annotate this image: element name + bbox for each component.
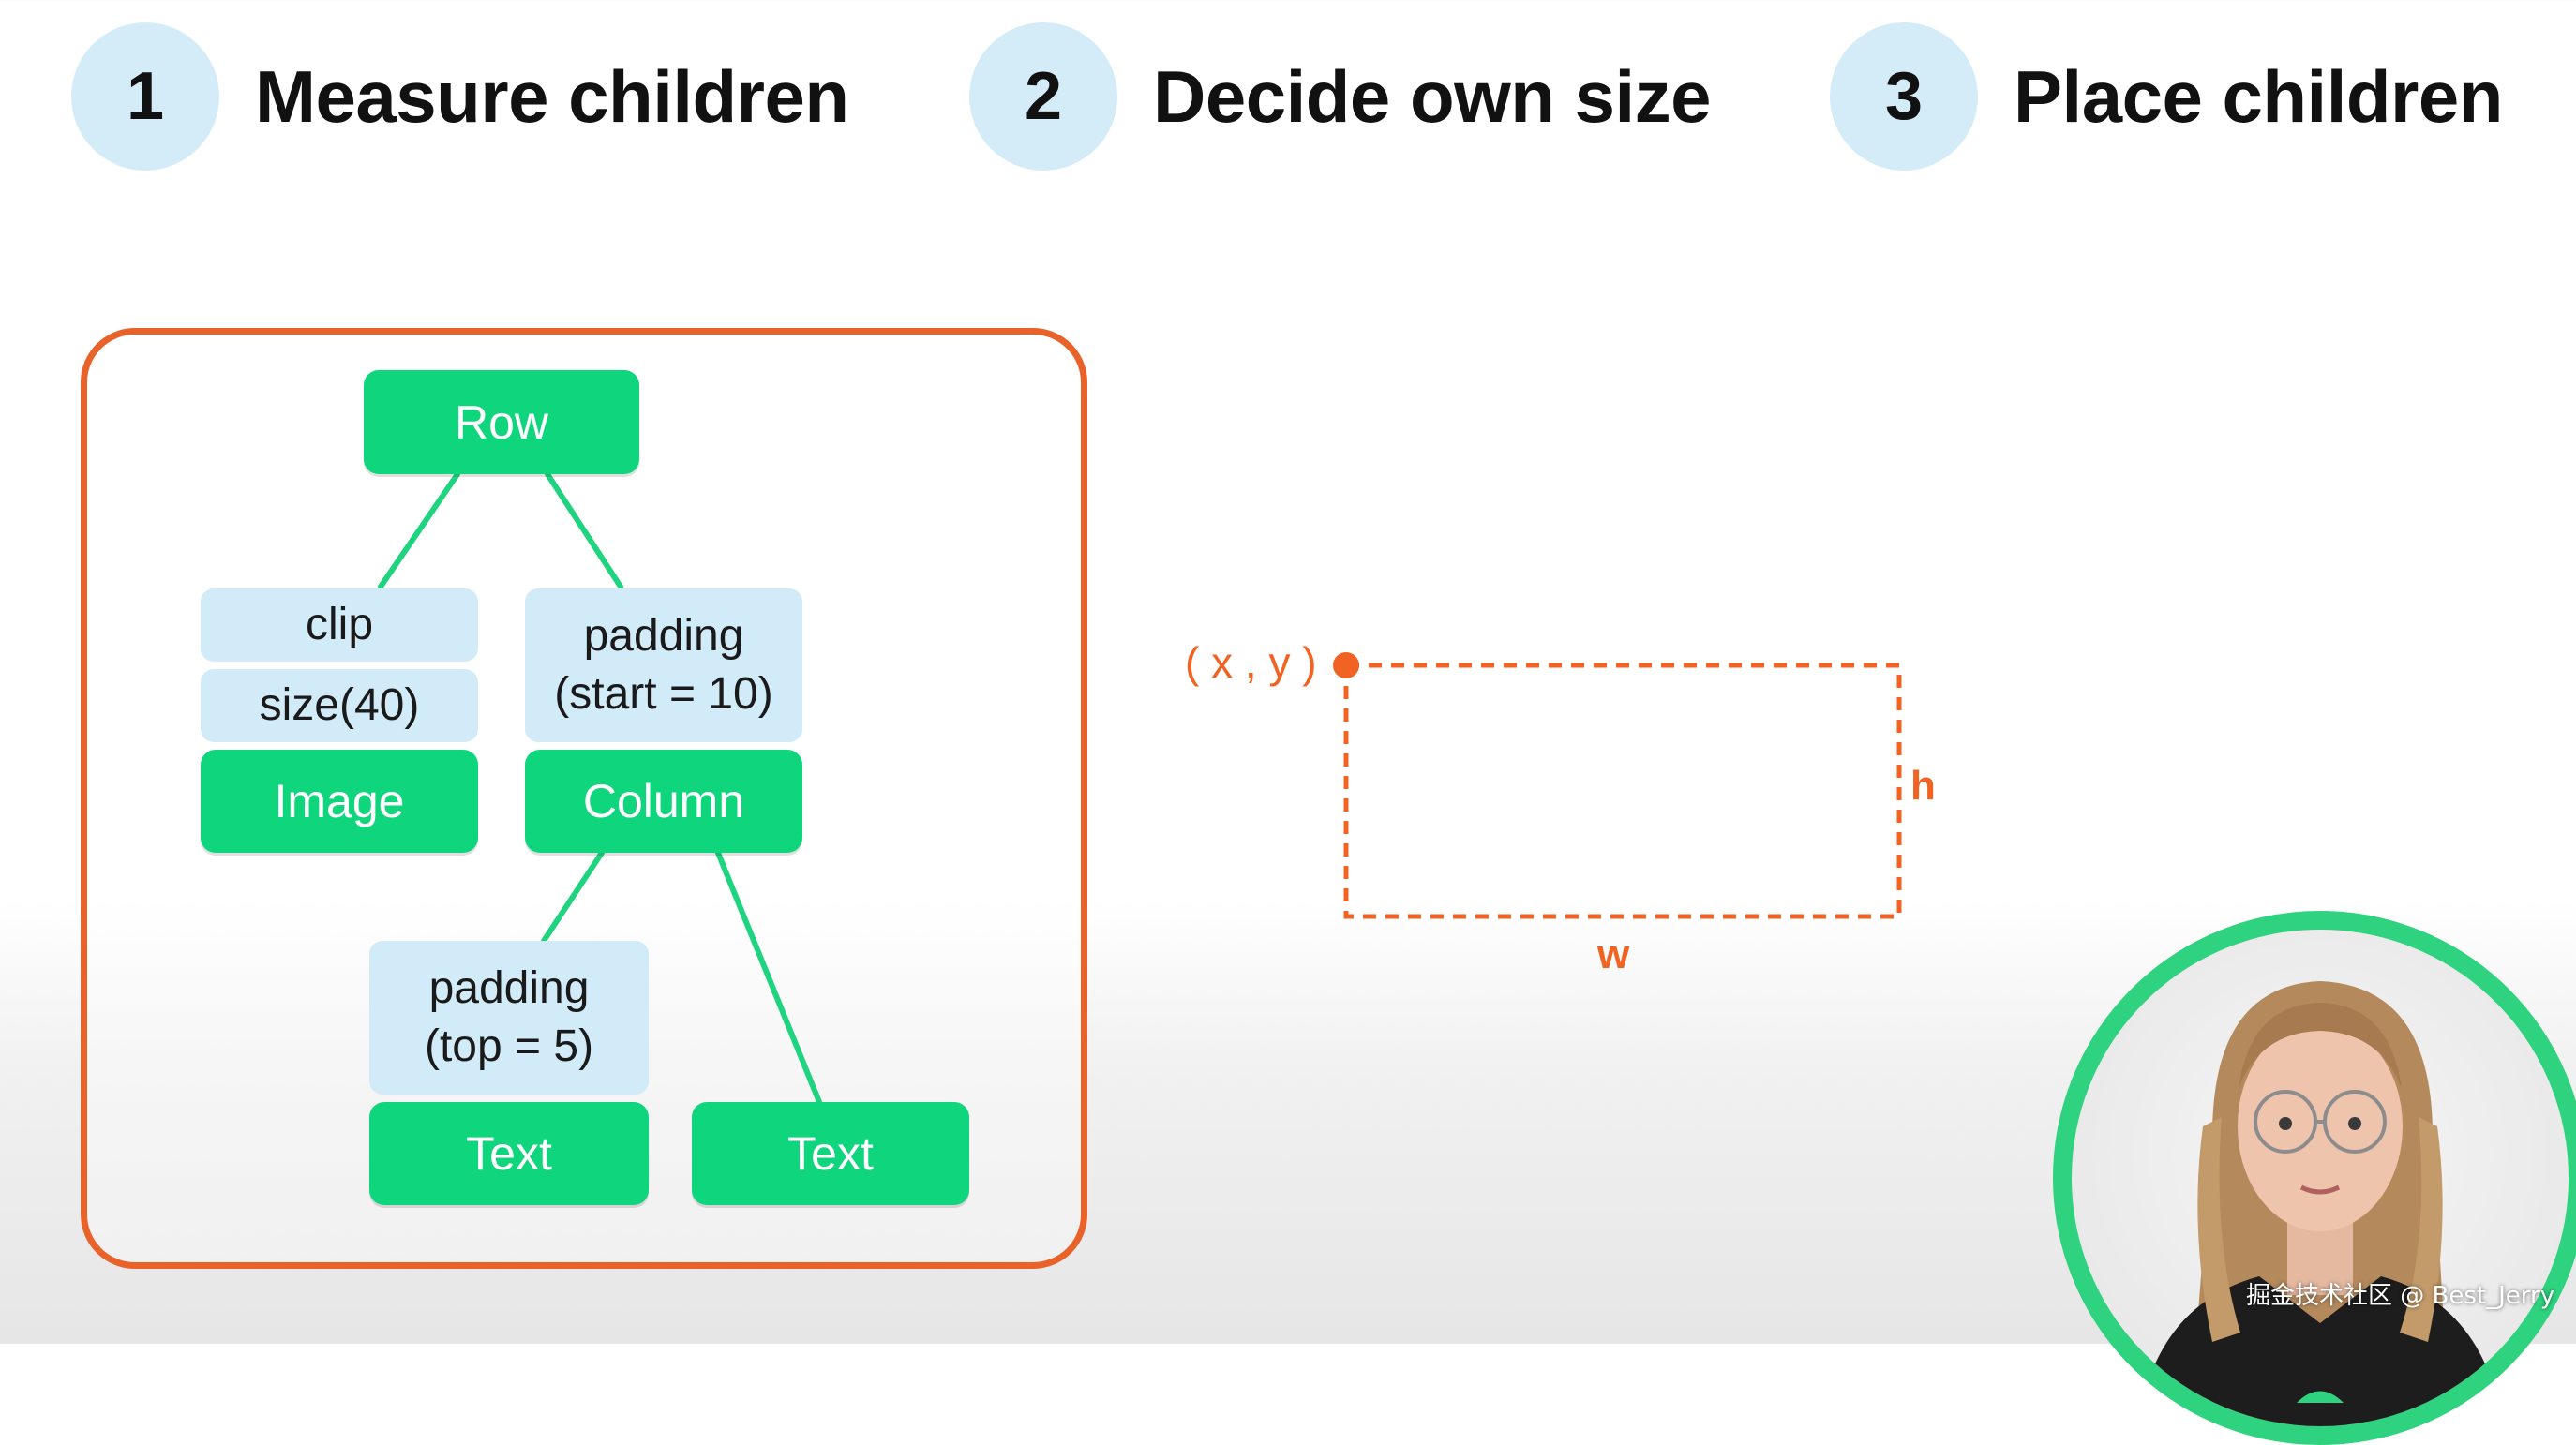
node-text-left: Text: [369, 1102, 649, 1205]
modifier-line: (top = 5): [424, 1021, 594, 1071]
height-label: h: [1910, 763, 1936, 809]
node-text-right: Text: [692, 1102, 969, 1205]
origin-coordinate-label: ( x , y ): [1185, 638, 1317, 687]
node-row: Row: [364, 370, 639, 474]
child-bounds-rect: [1343, 663, 1902, 919]
step-number-badge: 3: [1830, 22, 1978, 171]
step-measure-children: 1 Measure children: [71, 22, 849, 171]
width-label: w: [1597, 931, 1630, 977]
placement-diagram: [1333, 652, 1902, 919]
step-label: Place children: [2014, 54, 2503, 138]
presenter-avatar: [2137, 981, 2503, 1426]
step-label: Decide own size: [1153, 54, 1712, 138]
node-clip-modifier: clip: [201, 588, 478, 662]
node-padding-top-modifier: padding (top = 5): [369, 941, 649, 1095]
watermark-text: 掘金技术社区 @ Best_Jerry: [2246, 1282, 2555, 1310]
step-label: Measure children: [255, 54, 849, 138]
node-padding-start-modifier: padding (start = 10): [525, 588, 802, 742]
presenter-video: [2053, 911, 2576, 1445]
node-column: Column: [525, 750, 802, 853]
origin-point: [1333, 652, 1359, 678]
modifier-line: padding: [583, 611, 744, 661]
node-size-modifier: size(40): [201, 669, 478, 742]
step-number-badge: 2: [969, 22, 1117, 171]
step-decide-own-size: 2 Decide own size: [969, 22, 1712, 171]
step-number-badge: 1: [71, 22, 219, 171]
node-image: Image: [201, 750, 478, 853]
modifier-line: (start = 10): [554, 669, 773, 719]
modifier-line: padding: [428, 963, 590, 1013]
step-place-children: 3 Place children: [1830, 22, 2503, 171]
